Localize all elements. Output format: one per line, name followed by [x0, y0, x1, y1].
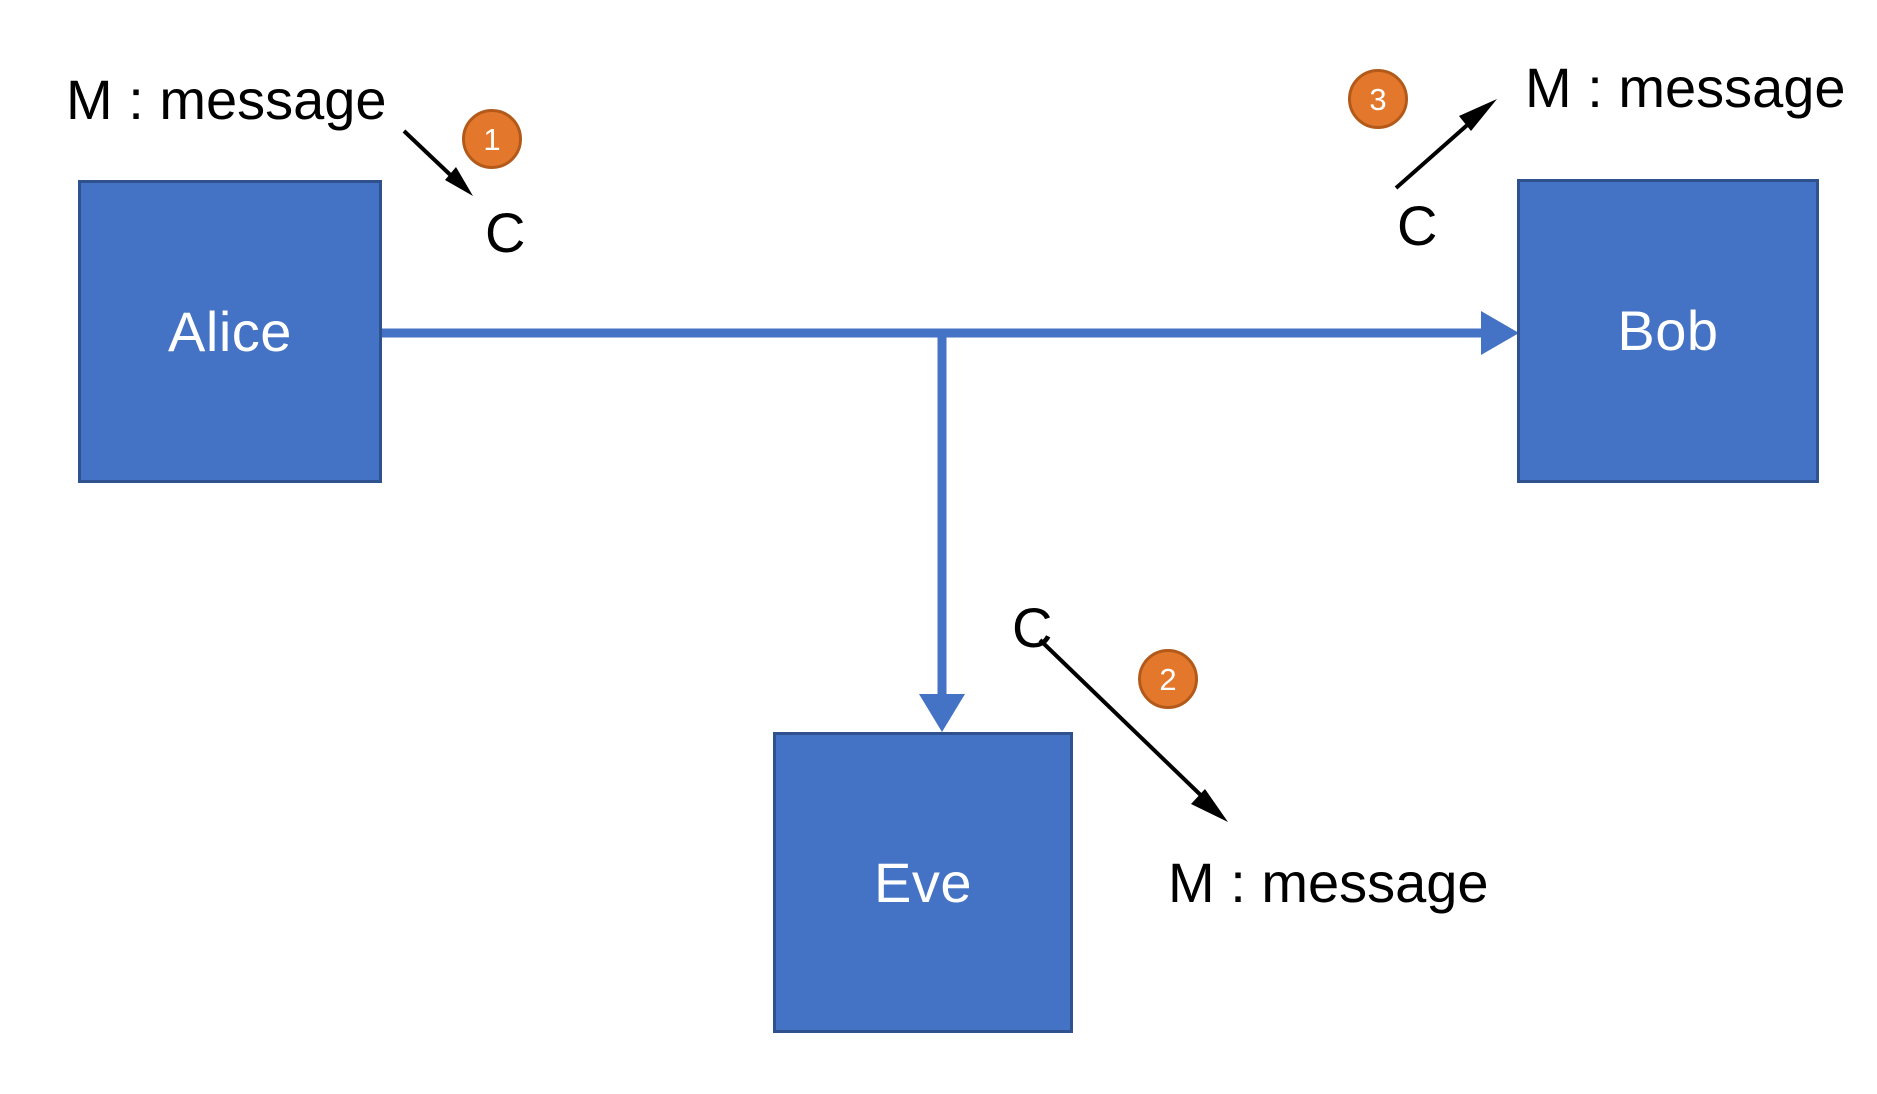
flow-tap-to-eve	[919, 333, 965, 732]
transform-arrow-bob-decrypt-head	[1459, 99, 1497, 131]
flow-alice-to-bob	[382, 311, 1519, 355]
step-badge-1[interactable]: 1	[462, 109, 522, 169]
transform-arrow-alice-encrypt-head	[445, 167, 473, 196]
annotation-bob-plaintext: M : message	[1525, 56, 1846, 119]
flow-alice-to-bob-arrowhead	[1481, 311, 1519, 355]
node-eve[interactable]: Eve	[773, 732, 1073, 1033]
annotation-alice-plaintext: M : message	[66, 68, 387, 131]
node-eve-label: Eve	[874, 850, 972, 914]
annotation-eve-ciphertext: C	[1012, 596, 1053, 659]
transform-arrow-eve-decrypt	[1038, 638, 1228, 822]
transform-arrow-bob-decrypt	[1394, 99, 1497, 190]
node-bob-label: Bob	[1617, 299, 1719, 362]
node-alice[interactable]: Alice	[78, 180, 382, 483]
transform-arrow-eve-decrypt-head	[1191, 789, 1228, 822]
step-badge-3[interactable]: 3	[1348, 69, 1408, 129]
transform-arrow-alice-encrypt	[402, 129, 473, 196]
annotation-eve-plaintext: M : message	[1168, 851, 1489, 914]
annotation-alice-ciphertext: C	[485, 201, 526, 264]
node-bob[interactable]: Bob	[1517, 179, 1819, 483]
step-badge-2[interactable]: 2	[1138, 649, 1198, 709]
transform-arrow-eve-decrypt-line	[1038, 638, 1214, 808]
node-alice-label: Alice	[168, 299, 292, 363]
flow-tap-to-eve-arrowhead	[919, 694, 965, 732]
annotation-bob-ciphertext: C	[1397, 194, 1438, 257]
